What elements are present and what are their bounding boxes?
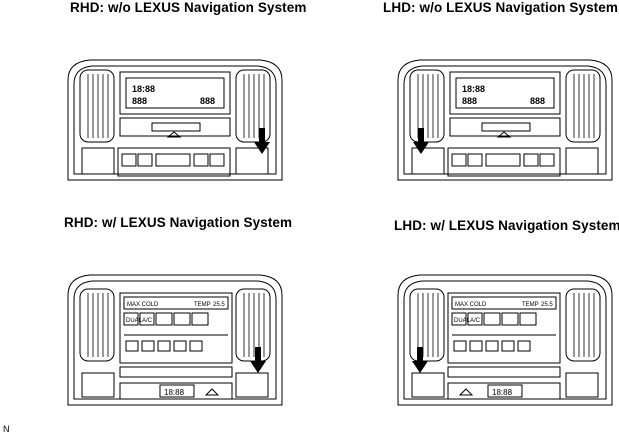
clock-readout: 18:88 xyxy=(164,388,185,397)
panel-rhd-without-nav: 18:88 888 888 xyxy=(67,59,283,181)
ac-button-label: A/C xyxy=(142,318,153,324)
svg-text:888: 888 xyxy=(132,96,147,106)
clock-readout: 18:88 xyxy=(492,388,513,397)
svg-text:888: 888 xyxy=(462,96,477,106)
svg-text:888: 888 xyxy=(200,96,215,106)
down-arrow-icon xyxy=(412,347,428,373)
figure-code: N xyxy=(3,424,10,434)
max-cold-label: MAX COLD xyxy=(455,302,487,308)
caption-lhd-with-nav: LHD: w/ LEXUS Navigation System xyxy=(394,218,619,233)
temp-value: 25.5 xyxy=(213,302,225,308)
lcd-readout: 18:88 xyxy=(132,84,155,94)
down-arrow-icon xyxy=(254,128,270,154)
temp-label: TEMP xyxy=(194,302,211,308)
panel-lhd-without-nav: 18:88 888 888 xyxy=(397,59,613,181)
lcd-readout: 18:88 xyxy=(462,84,485,94)
caption-rhd-with-nav: RHD: w/ LEXUS Navigation System xyxy=(64,215,293,230)
temp-label: TEMP xyxy=(522,302,539,308)
svg-text:888: 888 xyxy=(530,96,545,106)
down-arrow-icon xyxy=(250,347,266,373)
dual-button-label: DUAL xyxy=(126,318,143,324)
temp-value: 25.5 xyxy=(541,302,553,308)
caption-rhd-without-nav: RHD: w/o LEXUS Navigation System xyxy=(70,0,307,15)
caption-lhd-without-nav: LHD: w/o LEXUS Navigation System xyxy=(383,0,618,15)
ac-button-label: A/C xyxy=(470,318,481,324)
down-arrow-icon xyxy=(413,128,429,154)
dual-button-label: DUAL xyxy=(454,318,471,324)
max-cold-label: MAX COLD xyxy=(127,302,159,308)
panel-lhd-with-nav: MAX COLD TEMP 25.5 DUAL A/C 18:88 xyxy=(397,274,613,406)
panel-rhd-with-nav: MAX COLD TEMP 25.5 DUAL A/C 18:88 xyxy=(67,274,283,406)
